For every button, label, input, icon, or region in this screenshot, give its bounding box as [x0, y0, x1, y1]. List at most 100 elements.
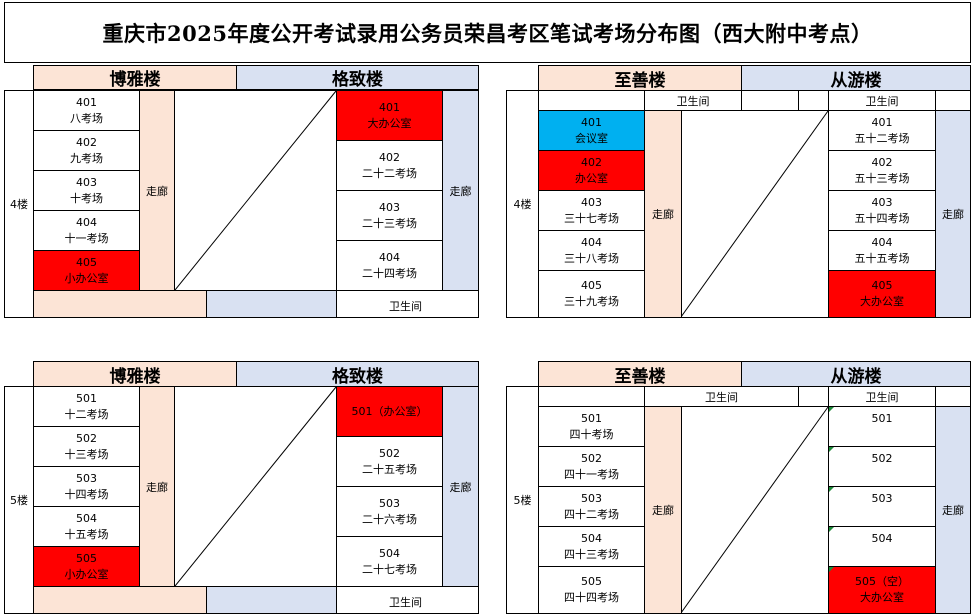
page-title: 重庆市2025年度公开考试录用公务员荣昌考区笔试考场分布图（西大附中考点）	[4, 2, 971, 63]
room-number: 501	[871, 412, 893, 425]
corridor-gezhi: 走廊	[442, 90, 479, 291]
building-header-gezhi: 格致楼	[236, 65, 479, 90]
room-boya-502: 502 十三考场	[33, 426, 140, 467]
gezhi-bottom-strip	[206, 290, 337, 318]
room-name: 二十七考场	[362, 562, 417, 576]
room-name: 五十四考场	[854, 211, 910, 225]
room-name: 四十二考场	[564, 507, 619, 521]
comment-marker-icon	[829, 567, 834, 572]
room-name: 大办公室	[860, 295, 904, 308]
comment-marker-icon	[829, 407, 834, 412]
room-number: 404	[581, 235, 602, 249]
room-boya-505: 505 小办公室	[33, 546, 140, 587]
room-boya-402: 402 九考场	[33, 130, 140, 171]
room-zhishan-403: 403 三十七考场	[538, 190, 645, 231]
room-name: 会议室	[575, 131, 608, 145]
room-number: 405	[76, 255, 97, 269]
room-name: 大办公室	[860, 591, 904, 604]
room-number: 503	[581, 491, 602, 505]
room-name: 五十二考场	[854, 131, 910, 145]
room-number: 504	[76, 511, 97, 525]
room-number: 405	[871, 279, 893, 292]
room-gezhi-402: 402 二十二考场	[336, 140, 443, 191]
room-congyou-402: 402 五十三考场	[828, 150, 936, 191]
room-zhishan-405: 405 三十九考场	[538, 270, 645, 318]
top-strip	[538, 90, 645, 111]
room-name: 二十四考场	[362, 266, 417, 280]
room-zhishan-505: 505 四十四考场	[538, 566, 645, 614]
top-strip	[798, 386, 829, 407]
room-gezhi-503: 503 二十六考场	[336, 486, 443, 537]
corridor-zhishan: 走廊	[644, 406, 682, 614]
room-number: 403	[379, 200, 400, 214]
top-strip	[538, 386, 645, 407]
room-congyou-401: 401 五十二考场	[828, 110, 936, 151]
room-gezhi-404: 404 二十四考场	[336, 240, 443, 291]
room-number: 405	[581, 279, 602, 292]
room-number: 403	[581, 195, 602, 209]
top-strip	[741, 90, 799, 111]
restroom-gezhi: 卫生间	[336, 290, 479, 318]
room-number: 401	[581, 115, 602, 129]
room-name: 三十八考场	[564, 251, 619, 265]
comment-marker-icon	[829, 487, 834, 492]
room-number: 402	[76, 135, 97, 149]
restroom-zhishan: 卫生间	[644, 90, 742, 111]
building-header-gezhi: 格致楼	[236, 361, 479, 387]
room-number: 505	[581, 575, 602, 588]
room-number: 503	[379, 496, 400, 510]
room-number: 404	[871, 235, 893, 249]
room-number: 403	[76, 175, 97, 189]
room-name: 二十五考场	[362, 462, 417, 476]
room-zhishan-402: 402 办公室	[538, 150, 645, 191]
boya-bottom-strip	[33, 586, 207, 614]
room-number: 503	[871, 492, 893, 505]
room-boya-503: 503 十四考场	[33, 466, 140, 507]
room-boya-405: 405 小办公室	[33, 250, 140, 291]
room-number: 501	[581, 411, 602, 425]
room-name: 二十三考场	[362, 216, 417, 230]
top-strip	[798, 90, 829, 111]
room-name: 十五考场	[64, 527, 109, 541]
room-gezhi-501: 501（办公室）	[336, 386, 443, 437]
room-congyou-505: 505（空） 大办公室	[828, 566, 936, 614]
room-name: 五十五考场	[854, 251, 910, 265]
comment-marker-icon	[829, 527, 834, 532]
room-number: 502	[379, 446, 400, 460]
room-number: 502	[76, 431, 97, 445]
building-header-congyou: 从游楼	[741, 361, 971, 387]
floor-label: 4楼	[4, 90, 34, 318]
room-name: 大办公室	[367, 116, 412, 130]
gezhi-bottom-strip	[206, 586, 337, 614]
room-number: 403	[871, 195, 893, 209]
room-name: 二十六考场	[362, 512, 417, 526]
room-gezhi-504: 504 二十七考场	[336, 536, 443, 587]
room-number: 502	[581, 451, 602, 465]
top-strip	[935, 90, 971, 111]
room-zhishan-501: 501 四十考场	[538, 406, 645, 447]
corridor-boya: 走廊	[139, 90, 175, 291]
restroom-congyou: 卫生间	[828, 386, 936, 407]
corridor-congyou: 走廊	[935, 110, 971, 318]
room-boya-404: 404 十一考场	[33, 210, 140, 251]
building-header-congyou: 从游楼	[741, 65, 971, 91]
room-zhishan-404: 404 三十八考场	[538, 230, 645, 271]
room-name: 五十三考场	[854, 171, 910, 185]
room-name: 十考场	[70, 191, 103, 205]
room-congyou-404: 404 五十五考场	[828, 230, 936, 271]
room-gezhi-403: 403 二十三考场	[336, 190, 443, 241]
room-zhishan-401: 401 会议室	[538, 110, 645, 151]
atrium-diagonal	[175, 90, 337, 291]
room-name: 三十七考场	[564, 211, 619, 225]
room-name: 十三考场	[64, 447, 109, 461]
room-name: 八考场	[70, 111, 103, 125]
room-zhishan-503: 503 四十二考场	[538, 486, 645, 527]
floor-label: 5楼	[4, 386, 34, 614]
room-number: 401	[871, 115, 893, 129]
corridor-boya: 走廊	[139, 386, 175, 587]
room-number: 402	[379, 150, 400, 164]
room-number: 501	[76, 391, 97, 405]
corridor-gezhi: 走廊	[442, 386, 479, 587]
room-name: 十四考场	[64, 487, 109, 501]
restroom-congyou: 卫生间	[828, 90, 936, 111]
